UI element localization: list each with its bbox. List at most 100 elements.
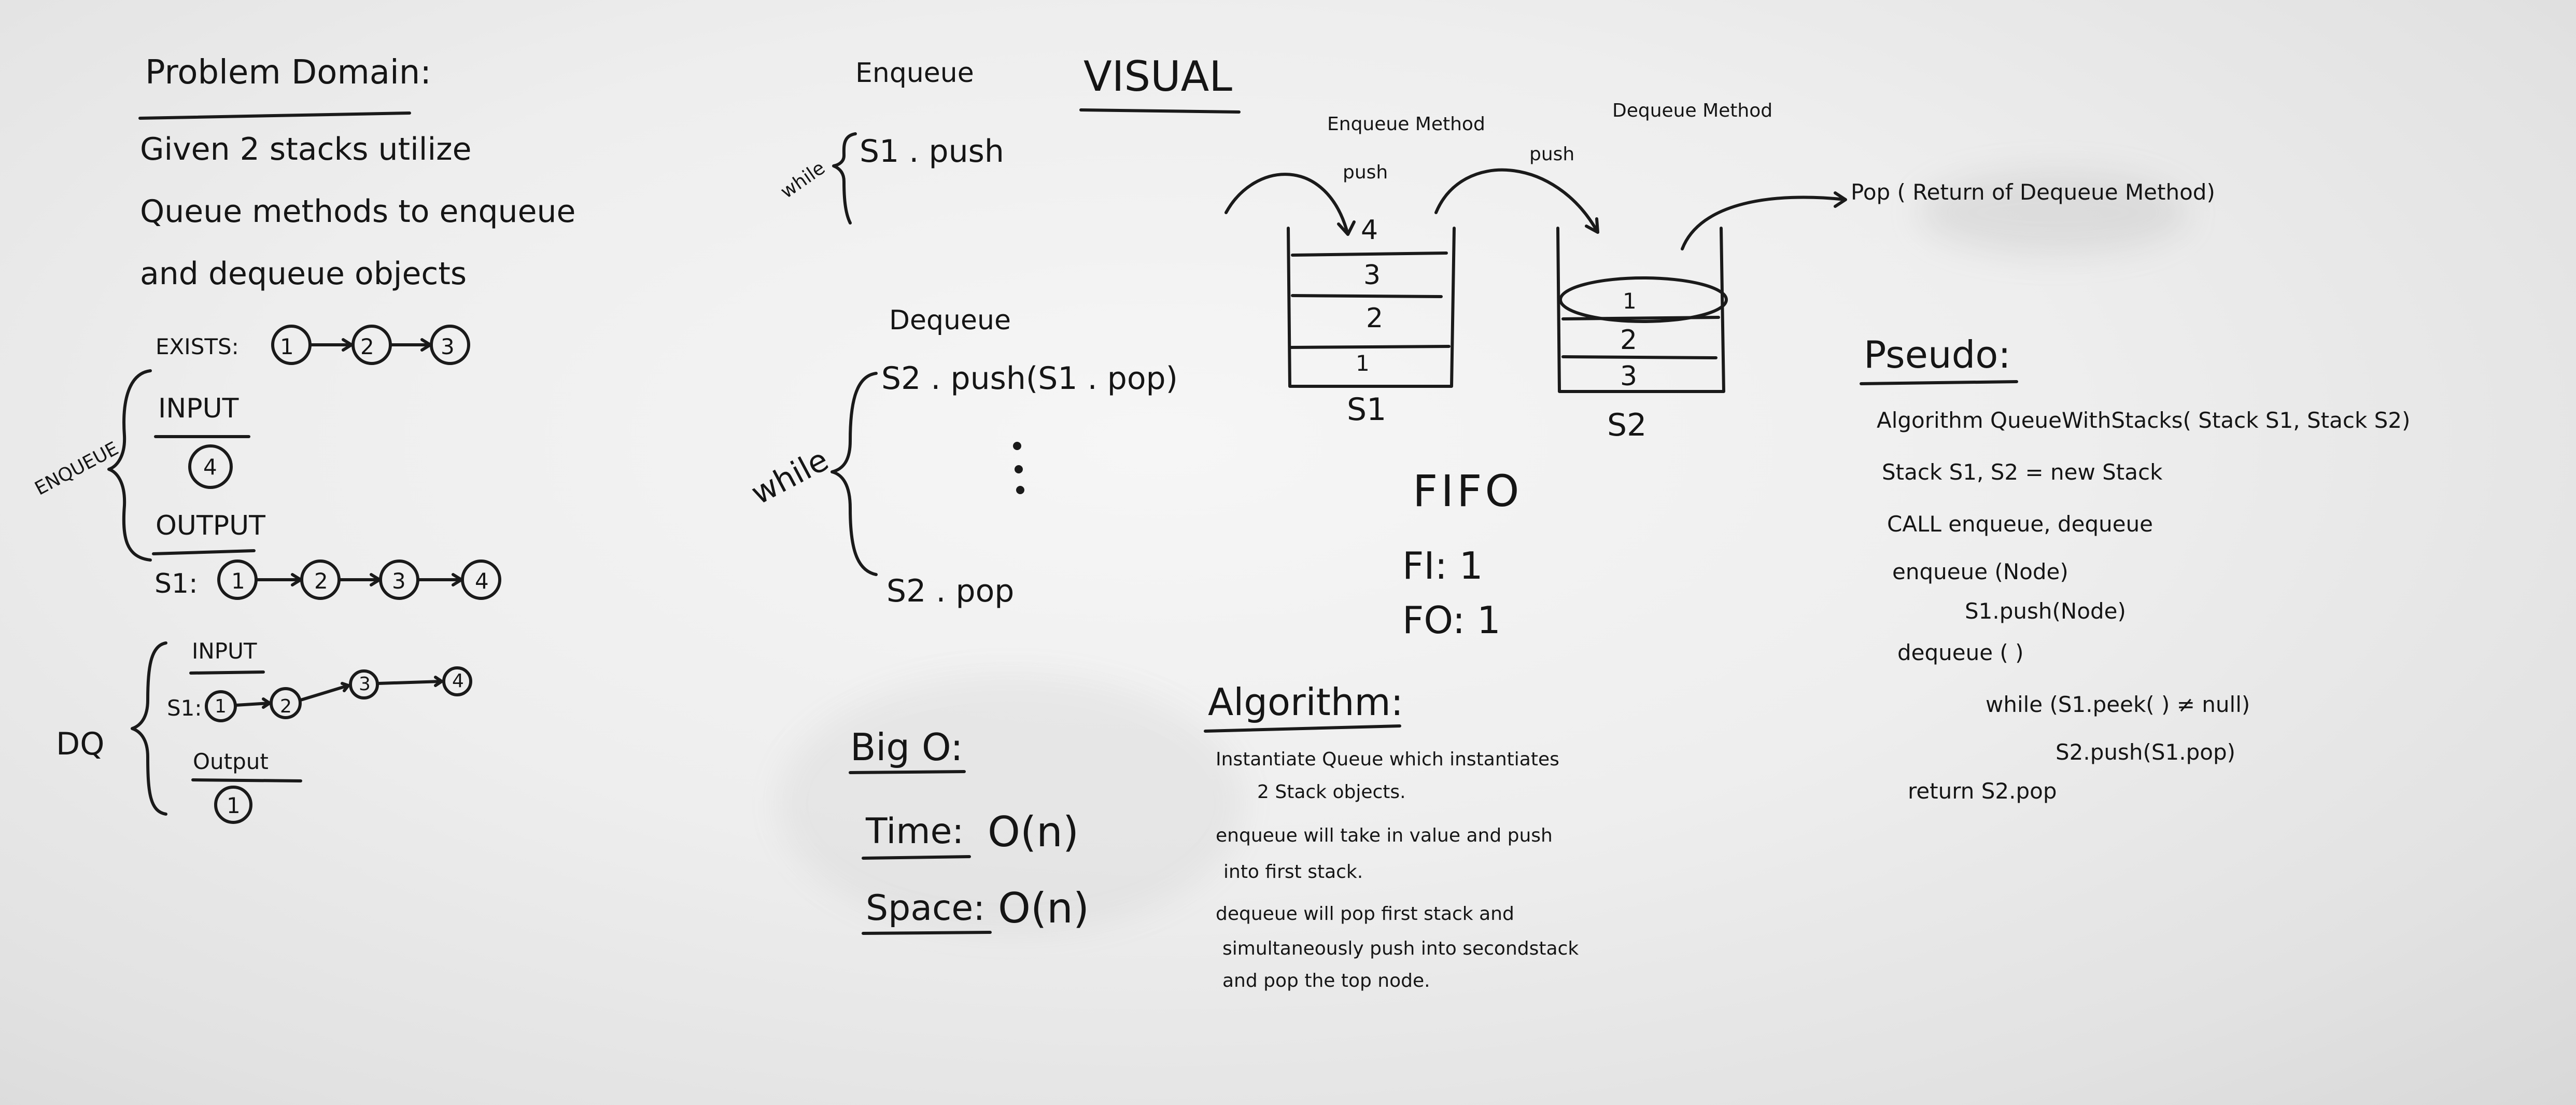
dq-side-label: DQ <box>56 726 105 762</box>
dequeue-method-label: Dequeue Method <box>1612 100 1773 121</box>
pseudo-line-8: S2.push(S1.pop) <box>2056 739 2236 765</box>
enqueue-push-arrow <box>1224 173 1356 236</box>
input-node-circle <box>188 444 233 489</box>
algorithm-bullet-2-line-1: enqueue will take in value and push <box>1216 825 1553 846</box>
exists-node-3: 3 <box>441 334 455 359</box>
exists-label: EXISTS: <box>156 334 239 359</box>
ellipsis-dot-1 <box>1013 442 1021 450</box>
time-underline <box>862 855 971 860</box>
problem-statement-line-2: Queue methods to enqueue <box>140 193 576 230</box>
exists-node-2: 2 <box>360 334 374 359</box>
dq-input-label: INPUT <box>192 638 257 664</box>
fo-label: FO: 1 <box>1402 598 1501 642</box>
fi-label: FI: 1 <box>1402 544 1483 588</box>
push-label-1: push <box>1343 162 1388 183</box>
dq-node-1: 1 <box>215 696 227 717</box>
stack1-item-4: 4 <box>1361 215 1378 246</box>
dq-node-2: 2 <box>280 696 292 717</box>
pseudo-line-1: Algorithm QueueWithStacks( Stack S1, Sta… <box>1877 408 2411 433</box>
visual-heading: VISUAL <box>1083 52 1232 101</box>
algorithm-bullet-2-line-2: into first stack. <box>1223 861 1363 883</box>
shadow-smudge <box>778 674 1244 933</box>
dq-arrow-1 <box>234 697 271 709</box>
problem-statement-line-1: Given 2 stacks utilize <box>140 131 472 167</box>
output-label: OUTPUT <box>156 510 265 541</box>
exists-node-1: 1 <box>280 334 294 359</box>
space-underline <box>862 931 992 935</box>
stack2-top-ellipse <box>1559 276 1728 323</box>
exists-arrow-1 <box>309 338 353 352</box>
s1-arrow-2 <box>338 573 381 586</box>
dequeue-while-brace <box>830 372 878 576</box>
enqueue-heading: Enqueue <box>855 58 974 89</box>
algorithm-heading: Algorithm: <box>1208 680 1403 724</box>
stack1-divider-2 <box>1291 294 1443 298</box>
dequeue-code-pop: S2 . pop <box>886 573 1015 609</box>
pop-note: Pop ( Return of Dequeue Method) <box>1851 179 2215 205</box>
exists-node-1-circle <box>271 325 312 365</box>
algorithm-bullet-3-line-2: simultaneously push into secondstack <box>1222 938 1579 959</box>
dq-output-value: 1 <box>227 793 241 818</box>
pseudo-line-9: return S2.pop <box>1908 778 2057 804</box>
big-o-underline <box>849 770 966 774</box>
dq-node-1-circle <box>205 690 237 722</box>
eraser-smudge <box>1918 171 2188 254</box>
enqueue-while-brace <box>832 132 857 225</box>
space-label: Space: <box>866 888 986 929</box>
enqueue-brace <box>107 369 152 562</box>
dq-brace <box>131 641 167 816</box>
algorithm-underline <box>1204 724 1401 733</box>
stack1-item-1: 1 <box>1356 351 1370 376</box>
s1-node-2-circle <box>300 560 341 600</box>
s1-arrow-3 <box>417 573 463 586</box>
dq-output-label: Output <box>193 749 269 774</box>
dequeue-heading: Dequeue <box>889 305 1011 336</box>
dq-node-3-circle <box>349 669 379 700</box>
pseudo-line-3: CALL enqueue, dequeue <box>1887 511 2153 537</box>
dq-s1-label: S1: <box>167 695 202 721</box>
algorithm-bullet-3-line-3: and pop the top node. <box>1222 970 1430 991</box>
exists-node-2-circle <box>351 325 392 365</box>
ellipsis-dot-2 <box>1015 465 1023 473</box>
stack2-divider-2 <box>1561 355 1718 359</box>
algorithm-bullet-3-line-1: dequeue will pop first stack and <box>1216 903 1514 925</box>
input-label: INPUT <box>158 393 239 424</box>
transfer-push-arrow <box>1434 168 1599 234</box>
dq-arrow-3 <box>377 676 443 687</box>
time-label: Time: <box>866 811 964 852</box>
algorithm-bullet-1-line-1: Instantiate Queue which instantiates <box>1216 749 1559 770</box>
stack1-outline <box>1287 227 1456 388</box>
dequeue-code-push: S2 . push(S1 . pop) <box>881 360 1178 397</box>
stack2-item-1: 1 <box>1623 288 1637 314</box>
output-underline <box>152 549 256 555</box>
s1-node-3-circle <box>379 560 419 600</box>
dq-output-circle <box>214 786 252 824</box>
s1-node-3: 3 <box>392 568 406 594</box>
exists-arrow-2 <box>390 338 432 352</box>
stack1-divider-1 <box>1291 251 1448 257</box>
push-label-2: push <box>1529 144 1575 165</box>
exists-node-3-circle <box>430 325 470 365</box>
stack1-item-3: 3 <box>1363 260 1381 291</box>
enqueue-code: S1 . push <box>860 133 1004 170</box>
pseudo-heading: Pseudo: <box>1864 333 2011 376</box>
dq-node-3: 3 <box>359 674 371 695</box>
stack2-outline <box>1556 227 1725 393</box>
problem-domain-heading: Problem Domain: <box>145 53 431 92</box>
s1-arrow-1 <box>255 573 302 586</box>
pseudo-line-4: enqueue (Node) <box>1892 559 2068 584</box>
s1-node-2: 2 <box>314 568 328 594</box>
pseudo-line-2: Stack S1, S2 = new Stack <box>1882 459 2163 485</box>
dq-node-4-circle <box>442 666 472 696</box>
s1-node-4: 4 <box>475 568 489 594</box>
fifo-label: FIFO <box>1413 466 1523 516</box>
stack1-divider-3 <box>1289 345 1451 349</box>
s1-label: S1: <box>154 568 198 599</box>
time-value: O(n) <box>988 808 1079 856</box>
dq-output-underline <box>191 778 302 782</box>
dq-arrow-2 <box>299 682 350 702</box>
pseudo-line-7: while (S1.peek( ) ≠ null) <box>1986 692 2250 717</box>
algorithm-bullet-1-line-2: 2 Stack objects. <box>1257 781 1406 803</box>
